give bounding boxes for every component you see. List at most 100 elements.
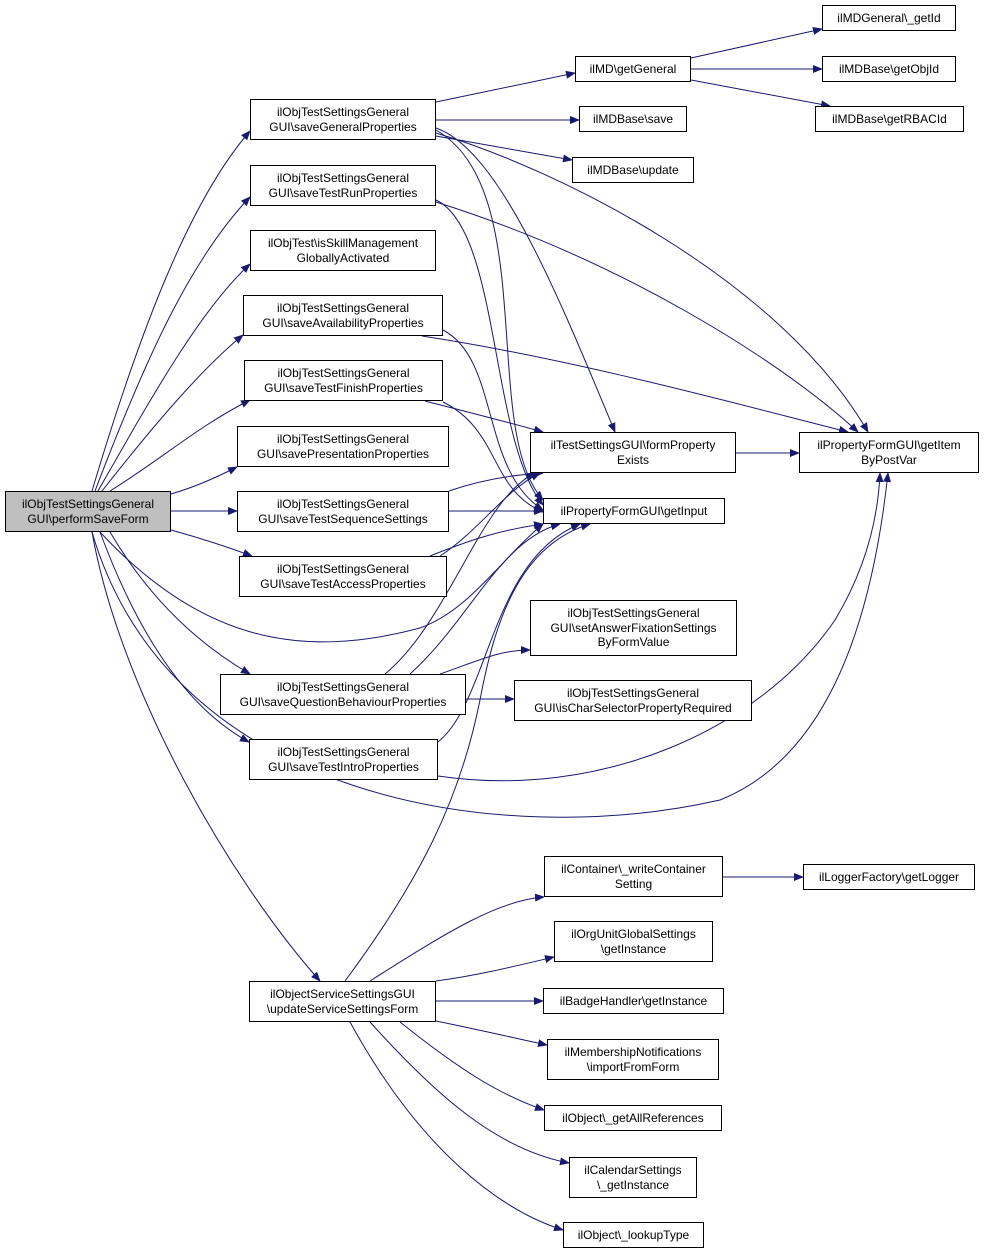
node-ilObject-getAllReferences[interactable]: ilObject\_getAllReferences [544,1105,722,1131]
node-label-line: GUI\saveAvailabilityProperties [262,315,424,330]
node-writeContainerSetting[interactable]: ilContainer\_writeContainer Setting [544,856,723,897]
node-label-line: ilObjTestSettingsGeneral [21,497,155,511]
node-ilPropertyFormGUI-getInput[interactable]: ilPropertyFormGUI\getInput [543,498,725,524]
node-isCharSelectorPropertyRequired[interactable]: ilObjTestSettingsGeneral GUI\isCharSelec… [514,680,752,721]
node-label-line: \updateServiceSettingsForm [266,1001,419,1016]
node-saveQuestionBehaviourProperties[interactable]: ilObjTestSettingsGeneral GUI\saveQuestio… [220,674,466,715]
edge-root-saveAccess [170,529,253,557]
node-ilMDGeneral-getId[interactable]: ilMDGeneral\_getId [822,5,956,31]
node-label-line: ilObjTestSettingsGeneral [567,606,700,621]
edge-saveGeneral-getItemByPost [435,132,869,433]
edge-saveQB-setAnswerFix [439,646,531,675]
edge-saveGeneral-formPropExists [435,127,616,433]
node-label-line: GUI\saveQuestionBehaviourProperties [239,694,447,709]
node-label-line: ilMDGeneral\_getId [837,10,941,25]
edge-updService-membership [435,1020,548,1048]
edge-root-saveIntro [99,531,250,743]
node-label-line: ilObjTestSettingsGeneral [276,105,410,119]
node-updateServiceSettingsForm[interactable]: ilObjectServiceSettingsGUI \updateServic… [249,981,436,1022]
edge-saveQB-getInput [409,522,561,675]
node-label-line: ilObjTestSettingsGeneral [276,171,410,185]
edge-saveIntro-getInput [437,523,581,743]
node-label-line: GUI\saveTestRunProperties [268,185,418,200]
node-ilObject-lookupType[interactable]: ilObject\_lookupType [563,1222,704,1248]
node-ilBadgeHandler-getInstance[interactable]: ilBadgeHandler\getInstance [543,988,724,1014]
node-label-line: GUI\saveTestIntroProperties [268,759,419,774]
node-label-line: ilObject\_getAllReferences [562,1110,704,1125]
node-saveTestRunProperties[interactable]: ilObjTestSettingsGeneral GUI\saveTestRun… [250,165,436,206]
node-saveTestAccessProperties[interactable]: ilObjTestSettingsGeneral GUI\saveTestAcc… [239,556,447,597]
node-label-line: ilTestSettingsGUI\formProperty [550,438,716,452]
node-label-line: ilMDBase\update [587,162,679,177]
node-label-line: ilObjTestSettingsGeneral [277,745,410,759]
edge-root-saveAvail [101,334,244,492]
node-formPropertyExists[interactable]: ilTestSettingsGUI\formProperty Exists [530,432,736,473]
node-label-line: GUI\saveTestSequenceSettings [258,511,428,526]
edge-updService-getAllRefs [399,1021,545,1111]
node-ilMembershipNotifications-importFromForm[interactable]: ilMembershipNotifications \importFromFor… [547,1039,719,1080]
node-ilMDBase-save[interactable]: ilMDBase\save [579,106,687,132]
node-label-line: GUI\performSaveForm [27,511,149,526]
node-ilLoggerFactory-getLogger[interactable]: ilLoggerFactory\getLogger [803,864,975,890]
node-ilMDBase-update[interactable]: ilMDBase\update [572,157,694,183]
node-ilOrgUnitGlobalSettings-getInstance[interactable]: ilOrgUnitGlobalSettings \getInstance [554,921,713,962]
node-ilCalendarSettings-getInstance[interactable]: ilCalendarSettings \_getInstance [569,1157,697,1198]
node-label-line: ilContainer\_writeContainer [561,862,706,876]
edge-mdGetGeneral-mdGenGetId [690,27,823,59]
node-label-line: ilObjTestSettingsGeneral [276,301,410,315]
node-ilMDBase-getObjId[interactable]: ilMDBase\getObjId [822,56,956,82]
node-label-line: ilObjTestSettingsGeneral [276,680,410,694]
node-label-line: GUI\isCharSelectorPropertyRequired [534,700,732,715]
node-ilMD-getGeneral[interactable]: ilMD\getGeneral [575,56,691,82]
edge-root-saveGeneral [91,130,251,492]
edge-root-getInput [99,523,544,643]
edge-root-saveFinish [109,399,251,492]
node-label-line: ilLoggerFactory\getLogger [818,869,960,884]
node-ilMDBase-getRBACId[interactable]: ilMDBase\getRBACId [815,106,964,132]
node-label-line: ilPropertyFormGUI\getInput [560,503,708,518]
node-label-line: ilObject\_lookupType [577,1227,690,1242]
node-getItemByPostVar[interactable]: ilPropertyFormGUI\getItem ByPostVar [799,432,979,473]
node-label-line: GloballyActivated [296,250,390,265]
node-label-line: ilCalendarSettings [584,1163,682,1177]
node-label-line: ilObjTestSettingsGeneral [276,432,410,446]
node-saveAvailabilityProperties[interactable]: ilObjTestSettingsGeneral GUI\saveAvailab… [243,295,443,336]
edge-saveTestRun-getItemByPost [435,201,859,433]
edge-saveAccess-formPropExists [439,472,541,557]
node-label-line: GUI\saveGeneralProperties [269,119,417,134]
node-saveTestSequenceSettings[interactable]: ilObjTestSettingsGeneral GUI\saveTestSeq… [237,491,449,532]
node-label-line: \getInstance [600,941,667,956]
edge-saveFinish-getInput [442,401,544,513]
node-label-line: ilMDBase\getRBACId [832,111,947,126]
edge-updService-calendar [369,1021,570,1166]
edge-root-updService [91,531,321,982]
node-label-line: ilObjTestSettingsGeneral [276,562,410,576]
node-savePresentationProperties[interactable]: ilObjTestSettingsGeneral GUI\savePresent… [237,426,449,467]
edge-updService-getInput [344,522,591,982]
edge-saveFinish-formPropExists [424,400,544,434]
edge-saveAvail-getInput [442,329,544,511]
edge-saveQB-formPropExists [384,472,536,675]
edge-updService-orgUnit [435,955,555,982]
node-label-line: ByPostVar [861,452,917,467]
node-setAnswerFixationSettingsByFormValue[interactable]: ilObjTestSettingsGeneral GUI\setAnswerFi… [530,600,737,656]
edge-root-saveTestRun [94,196,251,492]
node-saveTestIntroProperties[interactable]: ilObjTestSettingsGeneral GUI\saveTestInt… [249,739,438,780]
node-isSkillManagementGloballyActivated[interactable]: ilObjTest\isSkillManagement GloballyActi… [250,230,436,271]
edge-saveTestRun-getInput [435,199,544,506]
node-saveTestFinishProperties[interactable]: ilObjTestSettingsGeneral GUI\saveTestFin… [244,360,443,401]
edge-root-savePres [170,466,238,495]
node-label-line: ilBadgeHandler\getInstance [559,993,708,1008]
node-label-line: ilPropertyFormGUI\getItem [817,438,961,452]
edge-saveGeneral-getInput [435,129,544,501]
node-label-line: Setting [614,876,653,891]
node-label-line: ilOrgUnitGlobalSettings [571,927,696,941]
node-label-line: GUI\saveTestAccessProperties [260,576,426,591]
node-label-line: ilObjTest\isSkillManagement [267,236,419,250]
node-saveGeneralProperties[interactable]: ilObjTestSettingsGeneral GUI\saveGeneral… [250,99,436,140]
edge-mdGetGeneral-mdGetRBAC [690,79,831,109]
node-label-line: ByFormValue [597,635,670,650]
node-root-performSaveForm[interactable]: ilObjTestSettingsGeneral GUI\performSave… [5,491,171,532]
